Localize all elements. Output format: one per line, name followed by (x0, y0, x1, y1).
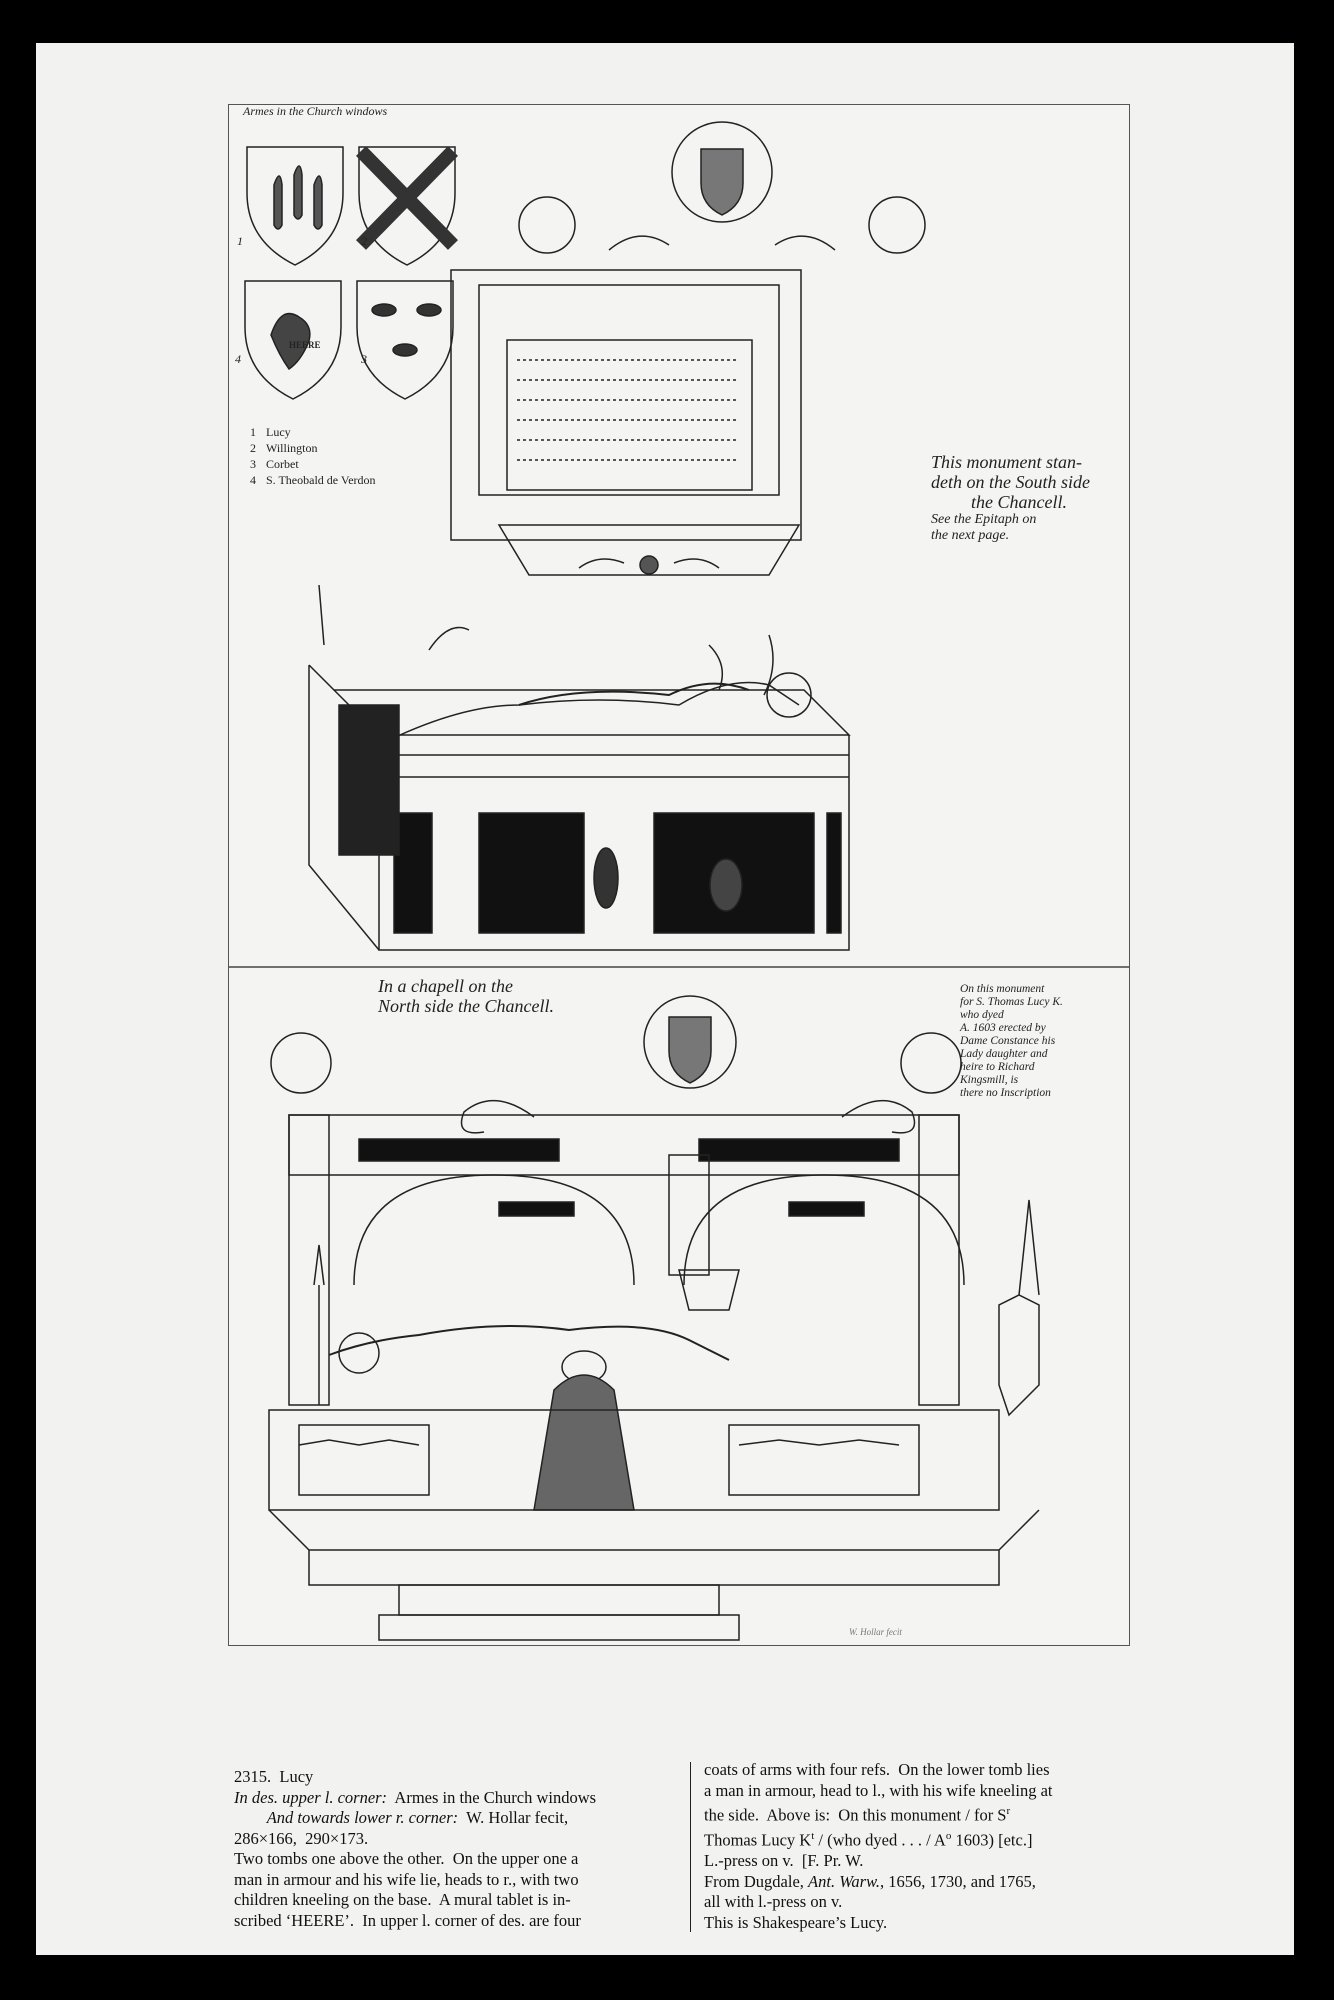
catalogue-line: Thomas Lucy Kt / (who dyed . . . / Ao 16… (704, 1830, 1033, 1850)
column-divider (690, 1762, 691, 1932)
shield-verdon-icon (244, 280, 342, 400)
monument-note: On this monument for S. Thomas Lucy K. w… (960, 983, 1063, 1099)
engraving-plate: Armes in the Church windows 1 2 4 3 HEER… (228, 104, 1130, 1646)
shield-number-1: 1 (237, 234, 243, 248)
catalogue-entry-right: coats of arms with four refs. On the low… (704, 1760, 1164, 1933)
catalogue-line: 286×166, 290×173. (234, 1828, 369, 1848)
lower-tomb (268, 995, 1040, 1641)
catalogue-line: This is Shakespeare’s Lucy. (704, 1912, 888, 1932)
engraving-illustration (229, 121, 1129, 1641)
shield-number-4: 4 (235, 352, 241, 366)
catalogue-line: In des. upper l. corner: Armes in the Ch… (234, 1787, 597, 1807)
catalogue-line: children kneeling on the base. A mural t… (234, 1890, 571, 1909)
catalogue-line: coats of arms with four refs. On the low… (704, 1760, 1050, 1779)
shield-willington-icon (355, 146, 459, 266)
upper-tomb (308, 584, 851, 951)
north-side-note: In a chapell on the North side the Chanc… (378, 976, 554, 1016)
tablet-inscription: HEERE (289, 340, 321, 350)
shield-lucy-icon (246, 146, 344, 266)
shield-number-2: 2 (361, 234, 367, 248)
shield-corbet-icon (356, 280, 454, 400)
catalogue-line: Two tombs one above the other. On the up… (234, 1849, 579, 1868)
south-side-note: This monument stan- deth on the South si… (931, 452, 1090, 543)
plate-signature: W. Hollar fecit (849, 1627, 902, 1637)
catalogue-line: And towards lower r. corner: W. Hollar f… (234, 1808, 569, 1827)
catalogue-line: all with l.-press on v. (704, 1892, 843, 1911)
windows-caption: Armes in the Church windows (243, 104, 388, 118)
catalogue-line: the side. Above is: On this monument / f… (704, 1805, 1011, 1825)
catalogue-line: L.-press on v. [F. Pr. W. (704, 1851, 864, 1870)
catalogue-line: 2315. Lucy (234, 1767, 314, 1786)
shield-number-3: 3 (361, 352, 367, 366)
catalogue-line: man in armour and his wife lie, heads to… (234, 1869, 579, 1889)
mural-tablet (450, 121, 926, 576)
catalogue-line: a man in armour, head to l., with his wi… (704, 1780, 1053, 1800)
catalogue-line: From Dugdale, Ant. Warw., 1656, 1730, an… (704, 1871, 1036, 1891)
catalogue-line: scribed ‘HEERE’. In upper l. corner of d… (234, 1910, 581, 1930)
